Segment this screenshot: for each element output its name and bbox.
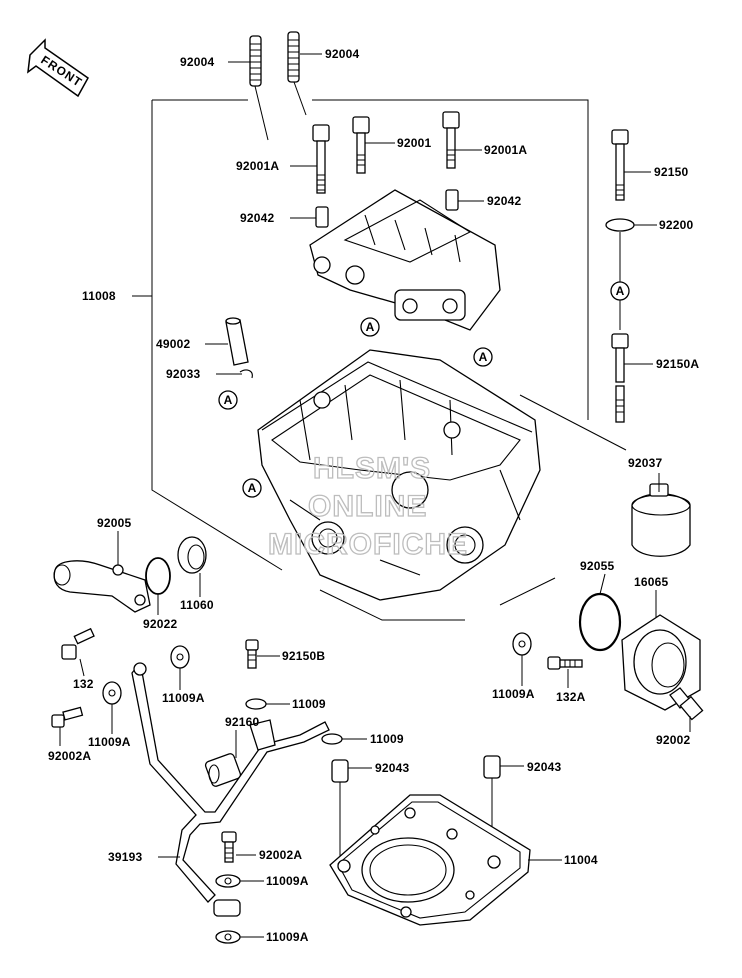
label-92150A: 92150A bbox=[656, 357, 699, 371]
clip-92033 bbox=[239, 369, 253, 379]
label-92037: 92037 bbox=[628, 456, 662, 470]
bolt-92002A-mid bbox=[221, 831, 237, 863]
label-92200: 92200 bbox=[659, 218, 693, 232]
washer-11009-mid bbox=[321, 733, 343, 745]
label-92033: 92033 bbox=[166, 367, 200, 381]
label-92150B: 92150B bbox=[282, 649, 325, 663]
label-92004-right: 92004 bbox=[325, 47, 359, 61]
label-92042-left: 92042 bbox=[240, 211, 274, 225]
watermark-line2: ONLINE bbox=[308, 490, 427, 523]
leader-lines bbox=[59, 53, 691, 938]
stud-92004-left bbox=[249, 35, 269, 141]
watermark: HLSM'S ONLINE MICROFICHE bbox=[267, 451, 468, 561]
label-92001: 92001 bbox=[397, 136, 431, 150]
washer-92200 bbox=[605, 218, 635, 232]
label-11009-top: 11009 bbox=[292, 697, 326, 711]
label-92042-right: 92042 bbox=[487, 194, 521, 208]
bolt-92001A-right bbox=[442, 111, 460, 169]
label-92004-left: 92004 bbox=[180, 55, 214, 69]
water-pipe-92005 bbox=[53, 560, 151, 613]
washer-11009A-left bbox=[102, 681, 122, 705]
bolt-132 bbox=[61, 627, 95, 660]
bolt-92150A bbox=[611, 333, 629, 423]
ring-11060 bbox=[177, 536, 207, 574]
label-92002: 92002 bbox=[656, 733, 690, 747]
label-11004: 11004 bbox=[564, 853, 598, 867]
label-132A: 132A bbox=[556, 690, 586, 704]
label-92022: 92022 bbox=[143, 617, 177, 631]
label-92002A-left: 92002A bbox=[48, 749, 91, 763]
label-92055: 92055 bbox=[580, 559, 614, 573]
bolt-92150B bbox=[245, 639, 259, 669]
label-92160: 92160 bbox=[225, 715, 259, 729]
clamp-92037 bbox=[631, 483, 691, 557]
cylinder-head-body bbox=[257, 349, 541, 601]
watermark-line1: HLSM'S bbox=[313, 452, 431, 485]
svg-text:A: A bbox=[479, 350, 488, 364]
fitting-pipe-end bbox=[213, 899, 241, 917]
ref-marker-a: A bbox=[218, 390, 238, 410]
label-11009A-bottom1: 11009A bbox=[266, 874, 309, 888]
label-11009A-bottom2: 11009A bbox=[266, 930, 309, 944]
label-11060: 11060 bbox=[180, 598, 214, 612]
dowel-92042-left bbox=[315, 206, 329, 228]
washer-11009A-bottom1 bbox=[215, 874, 241, 888]
front-arrow-icon: FRONT bbox=[27, 38, 89, 98]
bolt-92150 bbox=[611, 129, 629, 201]
label-132: 132 bbox=[73, 677, 94, 691]
label-11009-mid: 11009 bbox=[370, 732, 404, 746]
label-92005: 92005 bbox=[97, 516, 131, 530]
pipe-49002 bbox=[225, 317, 249, 366]
oil-pipe-39193 bbox=[131, 662, 330, 903]
sleeve-92160 bbox=[204, 753, 242, 787]
bolt-92002A-left bbox=[51, 706, 84, 728]
dowel-92042-right bbox=[445, 189, 459, 211]
washer-11009A-mid bbox=[170, 645, 190, 669]
part-labels: 92004 92004 92001A 92001 92001A 92150 92… bbox=[48, 47, 699, 944]
svg-text:A: A bbox=[224, 393, 233, 407]
washer-11009-top bbox=[245, 698, 267, 710]
bolt-92002 bbox=[669, 687, 704, 721]
o-ring-92055 bbox=[578, 592, 622, 652]
stud-92004-right bbox=[287, 31, 307, 116]
label-92043-right: 92043 bbox=[527, 760, 561, 774]
dowel-92043-left bbox=[331, 759, 349, 783]
ref-marker-a: A bbox=[473, 347, 493, 367]
label-92001A-right: 92001A bbox=[484, 143, 527, 157]
label-92150: 92150 bbox=[654, 165, 688, 179]
label-16065: 16065 bbox=[634, 575, 668, 589]
label-92001A-left: 92001A bbox=[236, 159, 279, 173]
label-11009A-mid: 11009A bbox=[162, 691, 205, 705]
camshaft-cap bbox=[309, 189, 501, 331]
carburetor-holder-16065 bbox=[621, 614, 701, 711]
ref-marker-a: A bbox=[242, 478, 262, 498]
label-49002: 49002 bbox=[156, 337, 190, 351]
o-ring-92022 bbox=[145, 557, 171, 595]
label-92002A-mid: 92002A bbox=[259, 848, 302, 862]
label-11009A-left: 11009A bbox=[88, 735, 131, 749]
head-gasket-11004 bbox=[329, 794, 531, 926]
washer-11009A-bottom2 bbox=[215, 930, 241, 944]
svg-text:A: A bbox=[616, 284, 625, 298]
ref-marker-a: A bbox=[360, 317, 380, 337]
watermark-line3: MICROFICHE bbox=[268, 528, 468, 561]
svg-text:A: A bbox=[248, 481, 257, 495]
dowel-92043-right bbox=[483, 755, 501, 779]
bolt-132A bbox=[547, 656, 583, 670]
label-92043-left: 92043 bbox=[375, 761, 409, 775]
svg-text:A: A bbox=[366, 320, 375, 334]
bolt-92001 bbox=[352, 116, 370, 174]
bolt-92001A-left bbox=[312, 124, 330, 194]
label-39193: 39193 bbox=[108, 850, 142, 864]
cylinder-head-frame bbox=[132, 99, 589, 621]
ref-marker-a: A bbox=[610, 281, 630, 301]
washer-11009A-right bbox=[512, 632, 532, 656]
label-11009A-right: 11009A bbox=[492, 687, 535, 701]
label-11008: 11008 bbox=[82, 289, 116, 303]
